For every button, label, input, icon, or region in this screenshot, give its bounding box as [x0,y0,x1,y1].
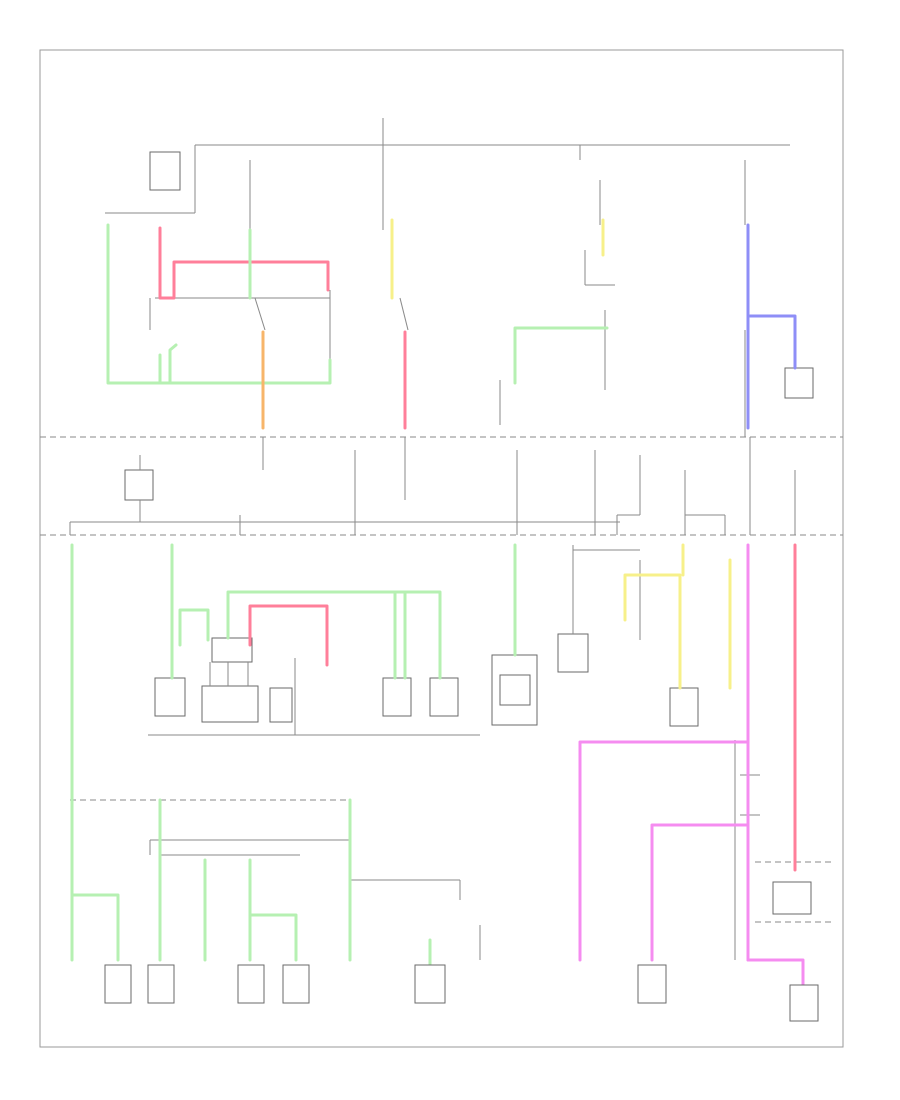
wire-green-left-branch [70,893,120,962]
wire-magenta-right [746,958,805,987]
bottom-components [104,964,819,1022]
lower-wires [70,543,805,987]
lower-structure [70,545,835,960]
top-wires [106,218,797,430]
wire-green-horiz [226,590,442,680]
wire-green-lower-3b [248,913,298,962]
wire-red-lower-a [248,604,329,667]
diagram-frame [39,49,844,1048]
wire-green-module-a2 [178,608,210,647]
wire-magenta-left [578,740,750,962]
wire-magenta-mid [650,823,750,962]
top-structure [105,118,814,437]
wire-green-top-left-2 [168,343,178,385]
wire-green-right [513,326,609,385]
fuse-band [69,437,796,535]
wire-yellow-lower [623,573,682,690]
wire-red-top [158,226,330,300]
wire-blue-right-2 [748,314,797,370]
wire-green-top-left [106,223,332,385]
